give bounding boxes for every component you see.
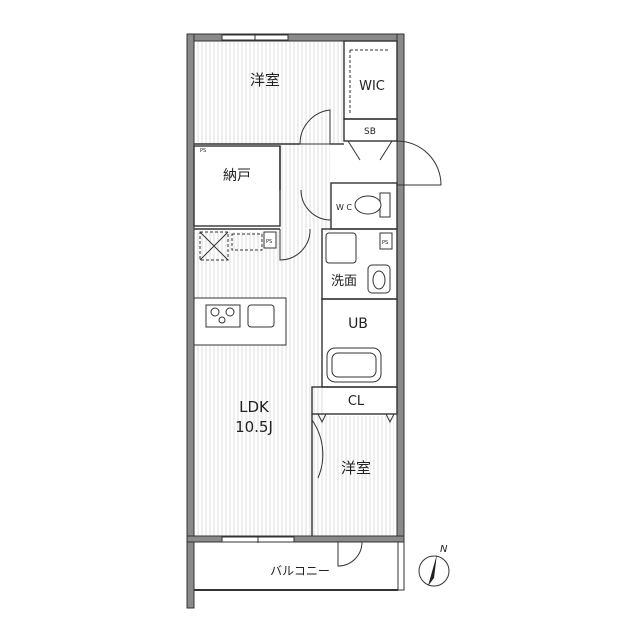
label-sb: SB [364,127,376,137]
wall-top [186,33,405,42]
label-wc: W C [336,203,352,212]
floor-western-room-top [194,40,344,144]
door-room-bottom [311,419,324,490]
fixtures [193,192,393,383]
floor-hallway [280,144,330,232]
north-label: N [440,544,448,555]
label-balcony: バルコニー [270,564,330,578]
ps-bath [379,232,393,250]
washbasin-bowl [372,270,386,290]
north-arrow: N [418,544,450,587]
door-entrance [396,140,442,186]
north-arrow-circle [418,555,450,587]
wic-dashed-rail [349,49,390,115]
ps-labels: PS PS PS [200,148,388,246]
wall-right [396,33,405,542]
bathtub-inner [331,352,377,378]
burner-1 [210,307,220,317]
door-sb [347,140,393,161]
door-balcony [337,541,363,567]
floor-fills [194,40,394,536]
room-labels: 洋室 WIC SB 納戸 W C 洗面 UB LDK 10.5J CL 洋室 バ… [223,71,385,578]
label-washroom: 洗面 [331,274,357,289]
sb-box [343,118,398,142]
north-arrow-icon [428,554,437,586]
balcony [193,541,405,591]
door-room-top [299,109,331,145]
label-cl: CL [348,394,365,409]
doors [279,109,442,567]
label-ldk: LDK [239,398,270,416]
label-western-room-top: 洋室 [250,71,280,89]
burner-2 [225,307,235,317]
label-wic: WIC [359,79,385,94]
cl-door-marks [317,413,395,424]
label-ldk-size: 10.5J [235,418,273,436]
cl-box [311,386,398,415]
washer-space [325,232,357,264]
burner-3 [218,316,226,324]
label-western-room-bottom: 洋室 [341,459,371,477]
fridge-cross [199,231,229,261]
wall-bottom [186,535,405,543]
windows [221,34,295,543]
door-storage [279,228,311,261]
label-storage: 納戸 [223,168,251,184]
kitchen-sink [247,304,275,328]
label-ub: UB [348,316,368,332]
wall-left [186,33,195,609]
fridge-space [199,231,229,261]
ps-label-bath: PS [382,240,388,246]
storage-box [193,145,281,227]
stove [205,304,241,328]
shelf-space [231,233,263,251]
floor-western-room-bottom [312,416,394,536]
ps-label-storage: PS [200,148,206,154]
ps-kitchen [263,231,277,249]
outer-walls [186,33,405,609]
toilet-bowl [354,195,382,215]
floor-ldk [194,232,324,536]
ps-label-kitchen: PS [266,239,272,245]
door-wc [300,189,332,221]
